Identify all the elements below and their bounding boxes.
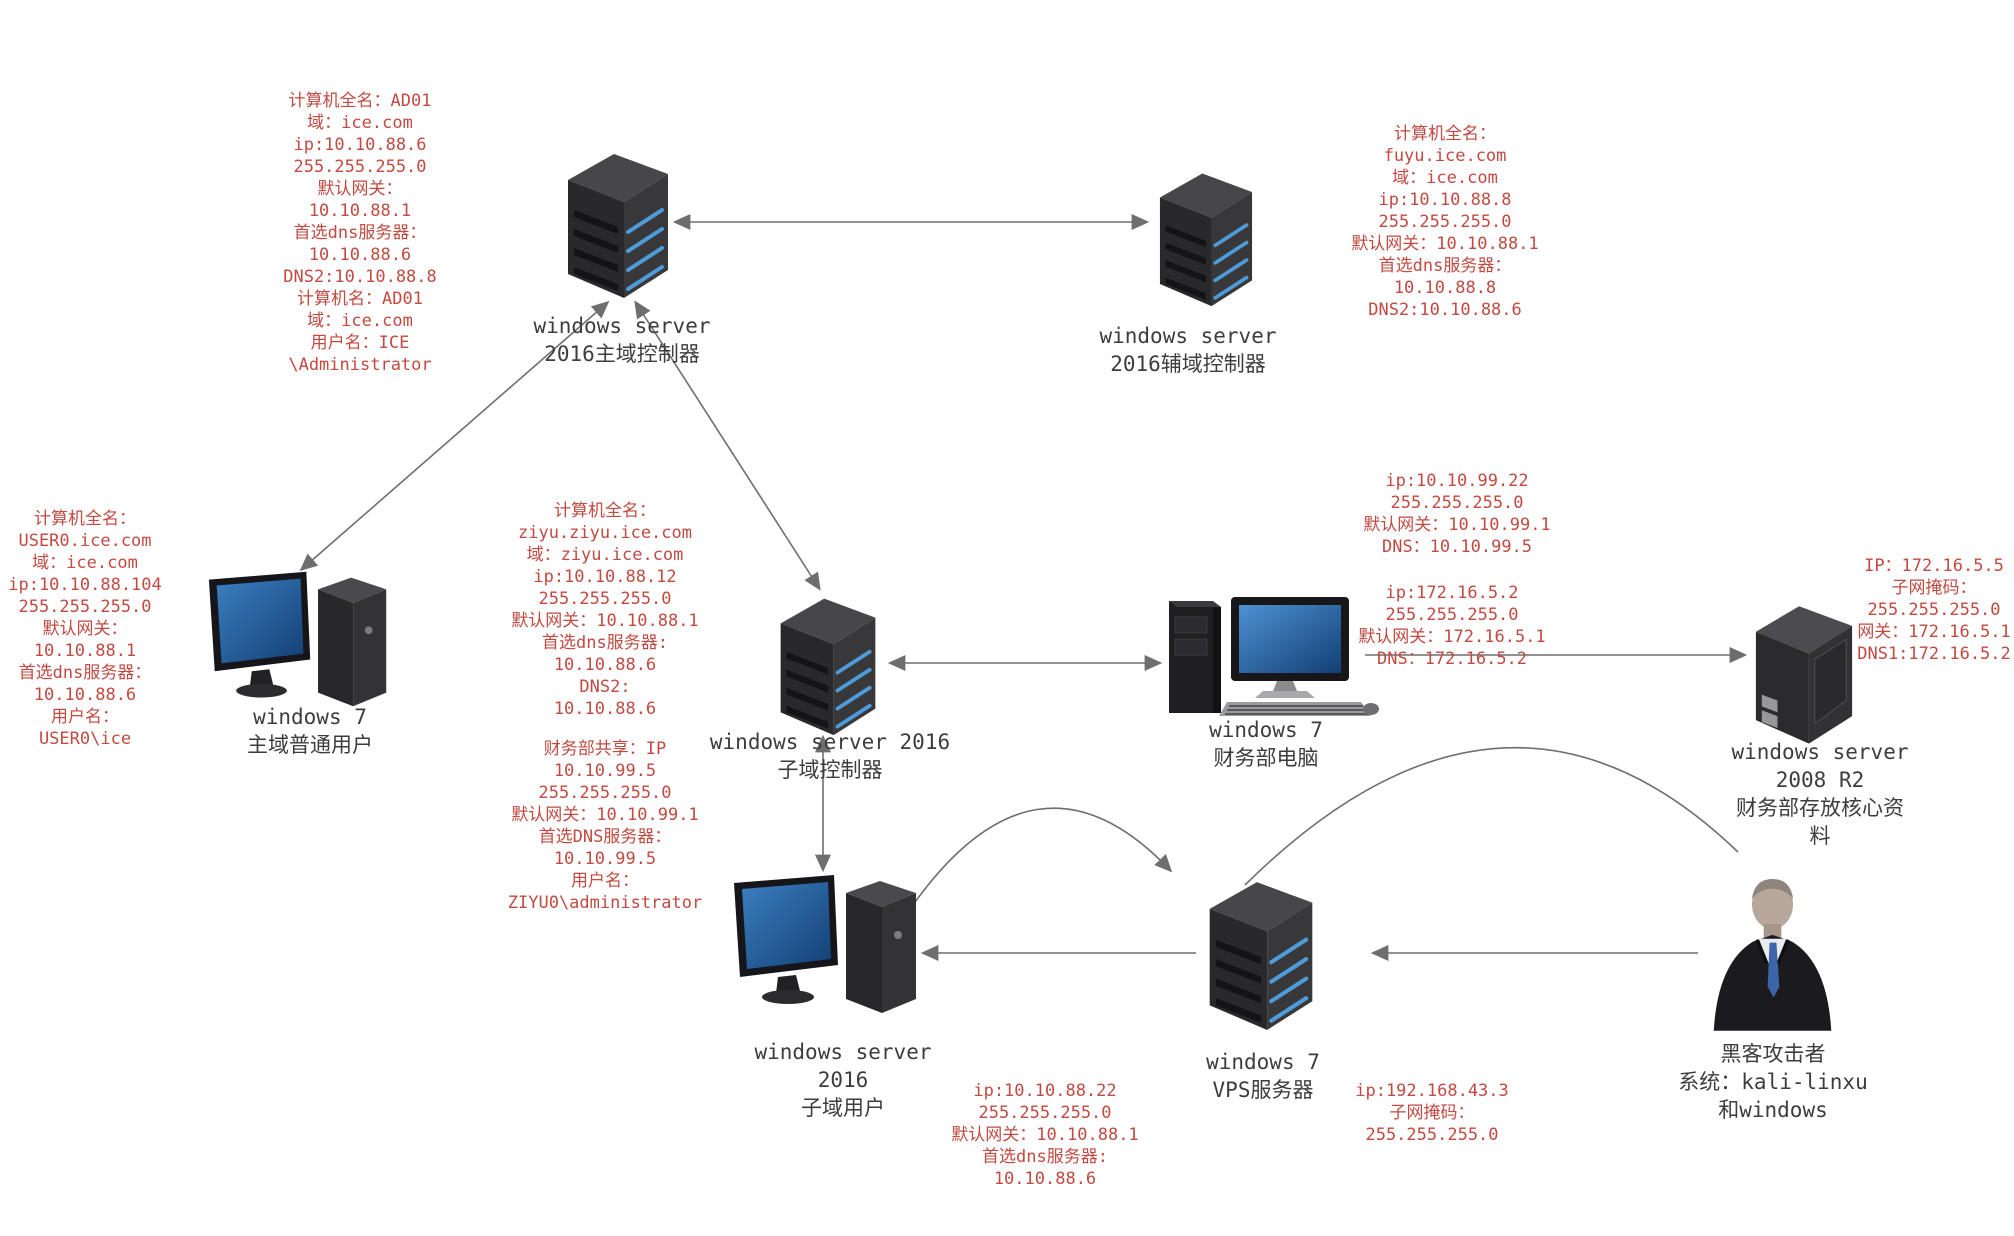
server-icon [1209, 882, 1313, 1030]
server-vps [1202, 876, 1320, 1036]
note-finance-pc-wan-config: ip:172.16.5.2 255.255.255.0 默认网关：172.16.… [1358, 583, 1546, 669]
note-dc-main-config: 计算机全名：AD01 域：ice.com ip:10.10.88.6 255.2… [283, 91, 437, 375]
label-dc-main: windows server 2016主域控制器 [533, 314, 711, 366]
label-child-user: windows server 2016 子域用户 [754, 1040, 932, 1120]
server-icon [780, 598, 876, 736]
desktop-icon [208, 571, 387, 707]
label-ws2008: windows server 2008 R2 财务部存放核心资 料 [1731, 740, 1909, 848]
server-icon [568, 154, 668, 298]
note-ws2008-config: IP：172.16.5.5 子网掩码： 255.255.255.0 网关：172… [1857, 556, 2011, 664]
note-vps-config: ip:192.168.43.3 子网掩码： 255.255.255.0 [1355, 1081, 1509, 1145]
label-win7-main-user: windows 7 主域普通用户 [247, 705, 373, 757]
server-icon [1755, 606, 1853, 744]
note-child-user-config: ip:10.10.88.22 255.255.255.0 默认网关：10.10.… [951, 1081, 1139, 1189]
label-dc-backup: windows server 2016辅域控制器 [1099, 324, 1277, 376]
person-icon [1713, 879, 1832, 1031]
desktop-win7-main-user [205, 568, 395, 717]
note-finance-pc-lan-config: ip:10.10.99.22 255.255.255.0 默认网关：10.10.… [1363, 471, 1551, 557]
note-win7-main-user-config: 计算机全名： USER0.ice.com 域：ice.com ip:10.10.… [8, 509, 162, 749]
server-dc-backup [1152, 168, 1260, 312]
server-dc-main [562, 148, 674, 304]
label-hacker: 黑客攻击者 系统：kali-linxu 和windows [1678, 1042, 1868, 1122]
note-dc-backup-config: 计算机全名： fuyu.ice.com 域：ice.com ip:10.10.8… [1351, 124, 1539, 320]
label-vps: windows 7 VPS服务器 [1206, 1050, 1320, 1102]
workstation-finance-pc [1165, 595, 1380, 724]
server-child-dc [772, 593, 884, 741]
hacker-figure [1702, 866, 1844, 1038]
desktop-child-user [730, 873, 925, 1022]
label-finance-pc: windows 7 财务部电脑 [1209, 718, 1323, 770]
note-child-dc-config: 计算机全名： ziyu.ziyu.ice.com 域：ziyu.ice.com … [511, 501, 699, 719]
server-icon [1159, 173, 1253, 307]
desktop-icon [734, 875, 916, 1013]
server-ws2008 [1750, 597, 1858, 749]
workstation-icon [1169, 597, 1379, 716]
note-finance-share-config: 财务部共享：IP 10.10.99.5 255.255.255.0 默认网关：1… [507, 739, 703, 913]
